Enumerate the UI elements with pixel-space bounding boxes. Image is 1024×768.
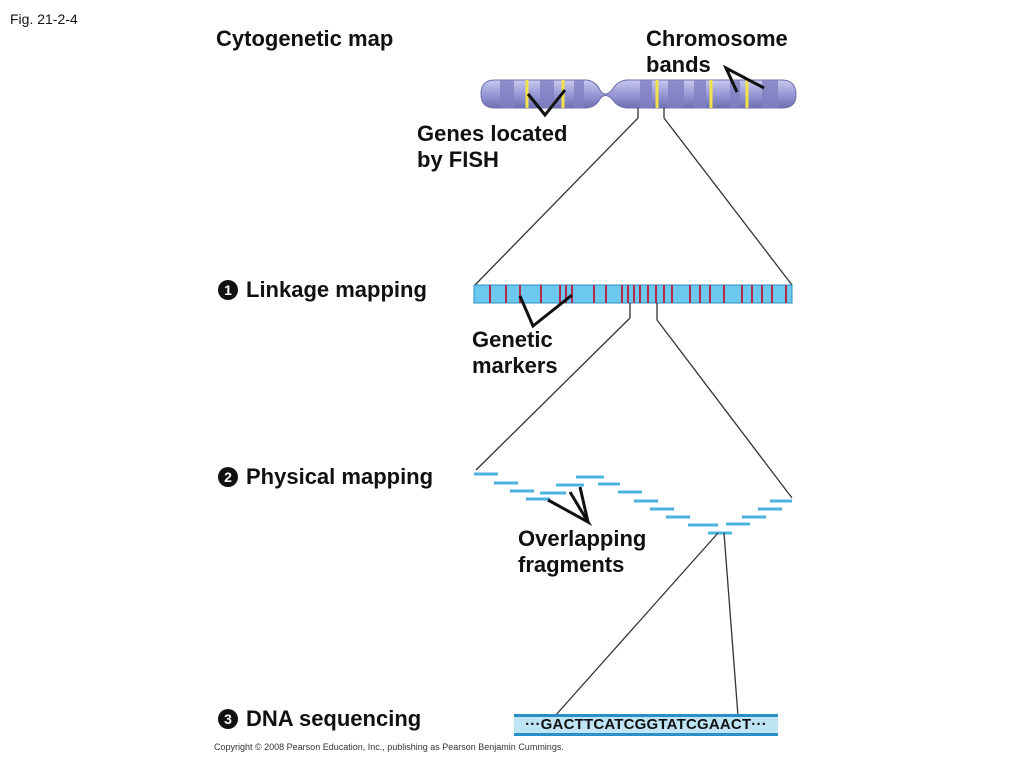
step-linkage-mapping: 1 Linkage mapping (218, 277, 427, 303)
copyright-notice: Copyright © 2008 Pearson Education, Inc.… (214, 742, 564, 752)
overlapping-fragments-label: Overlapping fragments (518, 526, 647, 577)
step-number: 3 (218, 709, 238, 729)
chromosome (480, 79, 797, 109)
step-label: DNA sequencing (246, 706, 422, 731)
chromosome-band (500, 80, 514, 108)
step-label: Linkage mapping (246, 277, 427, 302)
linkage-map (473, 284, 793, 304)
chromosome-band (540, 80, 554, 108)
zoom-line (723, 532, 739, 717)
zoom-line (656, 319, 793, 499)
markers-pointer (518, 293, 573, 329)
dna-sequence-box: ···GACTTCATCGGTATCGAACT··· (514, 714, 778, 736)
zoom-line (475, 317, 631, 471)
chromosome-band (762, 80, 778, 108)
dna-sequence-text: ···GACTTCATCGGTATCGAACT··· (525, 716, 767, 733)
chromosome-band (730, 80, 740, 108)
step-physical-mapping: 2 Physical mapping (218, 464, 433, 490)
genetic-markers-label: Genetic markers (472, 327, 558, 378)
fragments-pointer-extra (578, 486, 590, 523)
bands-pointer (722, 64, 765, 93)
fish-pointer (526, 89, 567, 118)
figure-label: Fig. 21-2-4 (10, 11, 78, 27)
zoom-line (554, 532, 719, 717)
chromosome-band (694, 80, 706, 108)
chromosome-band (640, 80, 652, 108)
step-dna-sequencing: 3 DNA sequencing (218, 706, 421, 732)
step-number: 1 (218, 280, 238, 300)
cytogenetic-map-title: Cytogenetic map (216, 26, 394, 51)
step-label: Physical mapping (246, 464, 434, 489)
genes-fish-label: Genes located by FISH (417, 121, 568, 172)
physical-map (474, 472, 792, 535)
chromosome-band (574, 80, 584, 108)
step-number: 2 (218, 467, 238, 487)
chromosome-band (668, 80, 684, 108)
zoom-line (663, 117, 793, 286)
zoom-line (474, 117, 639, 286)
chromosome-bands-label: Chromosome bands (646, 26, 788, 77)
